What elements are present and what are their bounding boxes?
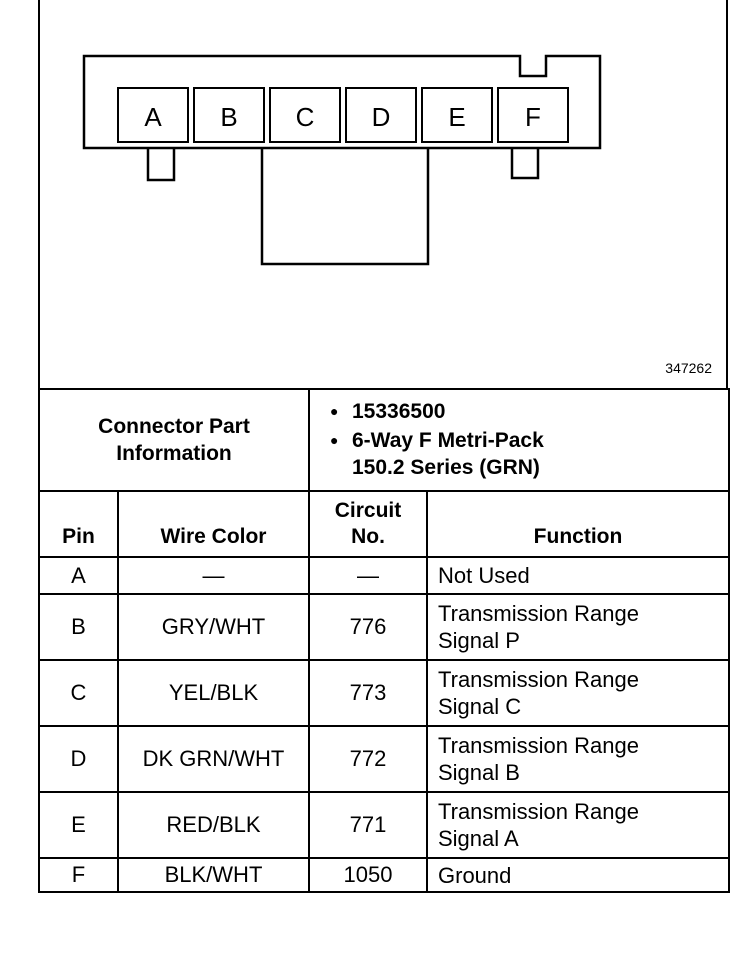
header-circuit-no: Circuit No. <box>308 490 428 558</box>
pin-cavity-b <box>193 87 265 143</box>
bullet-icon: ● <box>330 431 339 448</box>
circuit-cell: 773 <box>308 659 428 727</box>
circuit-cell: 776 <box>308 593 428 661</box>
header-circuit-line1: Circuit <box>334 499 402 522</box>
function-line2: Signal A <box>438 826 519 851</box>
function-line1: Transmission Range <box>438 601 639 626</box>
function-line2: Signal P <box>438 628 520 653</box>
bullet-icon: ● <box>330 402 339 419</box>
pin-cavity-f <box>497 87 569 143</box>
wire-color-cell: BLK/WHT <box>117 857 310 893</box>
connector-housing-outline <box>82 54 602 266</box>
figure-id: 347262 <box>665 360 712 376</box>
pin-cell: E <box>38 791 119 859</box>
wire-color-cell: YEL/BLK <box>117 659 310 727</box>
header-function: Function <box>426 490 730 558</box>
connector-part-info-label: Connector Part Information <box>38 388 310 492</box>
function-cell: Not Used <box>426 556 730 595</box>
circuit-cell: 772 <box>308 725 428 793</box>
wire-color-cell: GRY/WHT <box>117 593 310 661</box>
pin-cell: D <box>38 725 119 793</box>
function-cell: Ground <box>426 857 730 893</box>
pin-cavities: A B C D E F <box>117 87 569 143</box>
table-row: A——Not Used <box>38 556 730 595</box>
function-line1: Not Used <box>438 563 530 588</box>
pin-label-d: D <box>372 102 391 132</box>
connector-part-label-line2: Information <box>116 442 232 465</box>
part-description-line1: 6-Way F Metri-Pack <box>352 428 544 452</box>
pin-label-c: C <box>296 102 315 132</box>
header-pin: Pin <box>38 490 119 558</box>
function-line1: Transmission Range <box>438 667 639 692</box>
function-line1: Transmission Range <box>438 733 639 758</box>
connector-pinout-table: Connector Part Information ● 15336500 ● … <box>38 388 730 893</box>
part-description-line2: 150.2 Series (GRN) <box>352 455 540 479</box>
connector-part-label-line1: Connector Part <box>98 415 250 438</box>
connector-face-drawing: A B C D E F <box>82 54 602 266</box>
pin-label-a: A <box>144 102 162 132</box>
header-wire-color: Wire Color <box>117 490 310 558</box>
pin-label-b: B <box>220 102 237 132</box>
function-line1: Ground <box>438 862 512 888</box>
header-circuit-line2: No. <box>351 525 385 548</box>
pin-cell: A <box>38 556 119 595</box>
circuit-cell: — <box>308 556 428 595</box>
function-line2: Signal B <box>438 760 520 785</box>
pin-label-e: E <box>448 102 465 132</box>
part-number-item: ● 15336500 <box>330 398 728 425</box>
wire-color-cell: RED/BLK <box>117 791 310 859</box>
table-header-row: Pin Wire Color Circuit No. Function <box>38 490 730 558</box>
connector-diagram-panel: A B C D E F 347262 <box>38 0 728 390</box>
pin-cavity-c <box>269 87 341 143</box>
pin-cell: C <box>38 659 119 727</box>
function-line1: Transmission Range <box>438 799 639 824</box>
pin-cavity-e <box>421 87 493 143</box>
part-number: 15336500 <box>352 399 446 423</box>
pin-cavity-d <box>345 87 417 143</box>
pin-cell: B <box>38 593 119 661</box>
connector-part-info-row: Connector Part Information ● 15336500 ● … <box>38 388 730 492</box>
circuit-cell: 771 <box>308 791 428 859</box>
pin-label-f: F <box>525 102 541 132</box>
wire-color-cell: DK GRN/WHT <box>117 725 310 793</box>
wire-color-cell: — <box>117 556 310 595</box>
connector-part-info-values: ● 15336500 ● 6-Way F Metri-Pack 150.2 Se… <box>308 388 730 492</box>
circuit-cell: 1050 <box>308 857 428 893</box>
pin-cell: F <box>38 857 119 893</box>
part-description-item: ● 6-Way F Metri-Pack 150.2 Series (GRN) <box>330 427 728 481</box>
pin-cavity-a <box>117 87 189 143</box>
function-line2: Signal C <box>438 694 522 719</box>
